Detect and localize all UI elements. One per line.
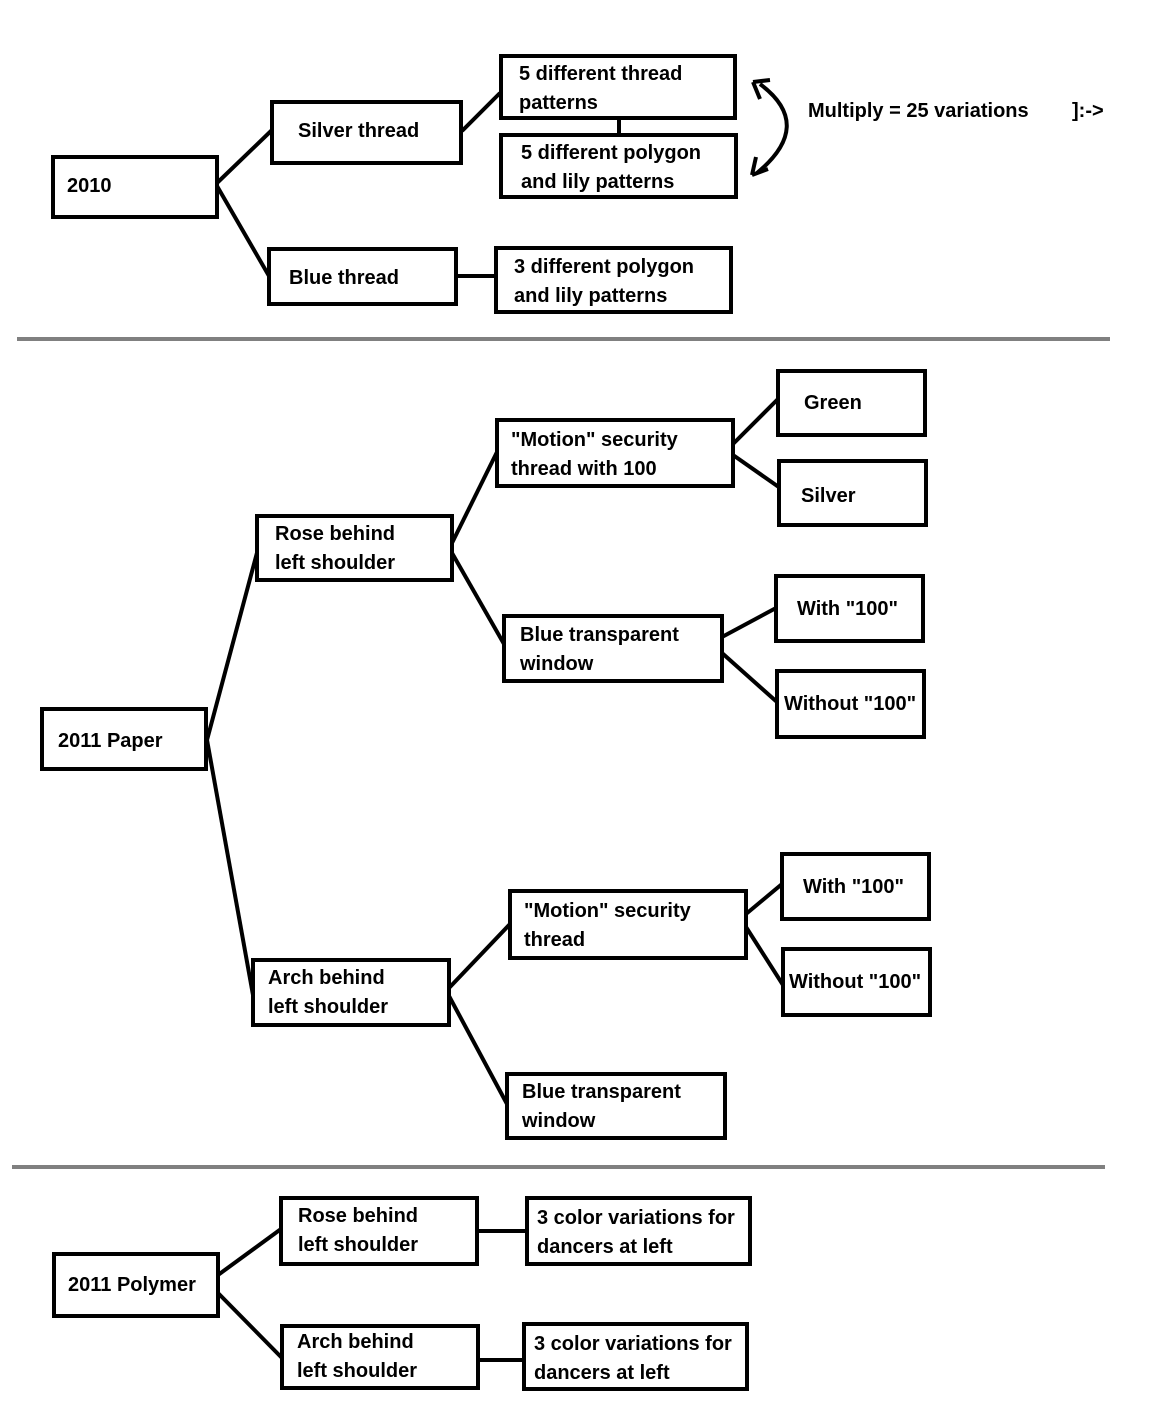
node-2011-paper: 2011 Paper <box>40 707 208 771</box>
smiley-note: ]:-> <box>1072 100 1104 122</box>
arrowhead-icon <box>751 78 771 100</box>
connector <box>731 453 785 492</box>
connector <box>215 184 271 278</box>
connector <box>450 449 500 544</box>
node-arch-paper: Arch behind left shoulder <box>251 958 451 1027</box>
arrowhead-icon <box>750 156 769 177</box>
node-silver: Silver <box>777 459 928 527</box>
node-blue-thread: Blue thread <box>267 247 458 306</box>
connector <box>744 925 785 987</box>
node-rose-without-100: Without "100" <box>775 669 926 739</box>
connector <box>460 91 502 133</box>
node-rose-paper: Rose behind left shoulder <box>255 514 454 582</box>
node-arch-color-variations: 3 color variations for dancers at left <box>522 1322 749 1391</box>
node-thread-patterns: 5 different thread patterns <box>499 54 737 120</box>
connector <box>450 552 506 645</box>
node-polygon-lily-blue: 3 different polygon and lily patterns <box>494 246 733 314</box>
connector <box>721 606 777 639</box>
connector <box>731 396 781 446</box>
node-rose-motion-thread: "Motion" security thread with 100 <box>495 418 735 488</box>
connector <box>720 651 779 704</box>
node-arch-without-100: Without "100" <box>781 947 932 1017</box>
node-rose-with-100: With "100" <box>774 574 925 643</box>
multiply-note: Multiply = 25 variations <box>808 100 1029 122</box>
node-arch-motion-thread: "Motion" security thread <box>508 889 748 960</box>
node-rose-color-variations: 3 color variations for dancers at left <box>525 1196 752 1266</box>
node-2011-polymer: 2011 Polymer <box>52 1252 220 1318</box>
connector <box>744 882 784 916</box>
node-green: Green <box>776 369 927 437</box>
node-polygon-lily-silver: 5 different polygon and lily patterns <box>499 133 738 199</box>
node-2010: 2010 <box>51 155 219 219</box>
connector <box>447 995 509 1105</box>
node-arch-blue-window: Blue transparent window <box>505 1072 727 1140</box>
connector <box>215 128 274 185</box>
connector <box>216 1227 283 1277</box>
connector <box>205 739 255 996</box>
node-rose-polymer: Rose behind left shoulder <box>279 1196 479 1266</box>
node-silver-thread: Silver thread <box>270 100 463 165</box>
node-arch-polymer: Arch behind left shoulder <box>280 1324 480 1390</box>
connector <box>205 548 260 741</box>
connector <box>216 1291 285 1361</box>
node-rose-blue-window: Blue transparent window <box>502 614 724 683</box>
double-arrow-icon <box>755 82 789 175</box>
node-arch-with-100: With "100" <box>780 852 931 921</box>
connector <box>447 922 512 990</box>
